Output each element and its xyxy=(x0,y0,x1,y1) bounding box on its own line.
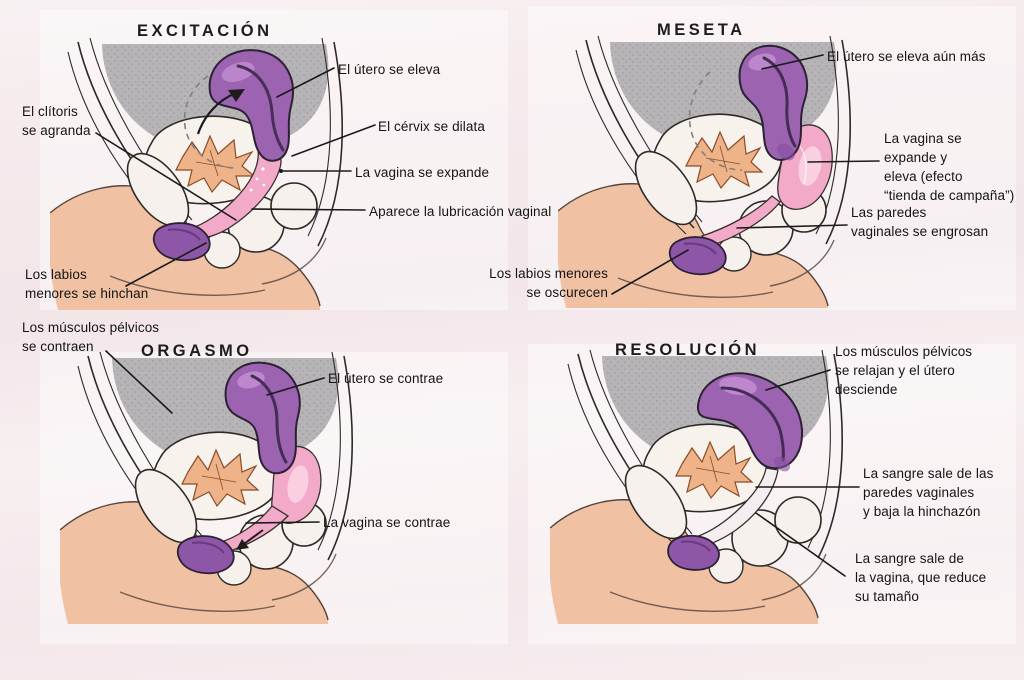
labia-shape xyxy=(668,236,727,276)
label-cervix-se-dilata: El cérvix se dilata xyxy=(378,119,485,134)
panel-title-resolucion: RESOLUCIÓN xyxy=(615,341,761,359)
label-utero-eleva-aun-mas: El útero se eleva aún más xyxy=(827,49,986,64)
uterus-shape xyxy=(696,372,804,472)
contraction-arrow xyxy=(236,529,264,550)
panel-title-excitacion: EXCITACIÓN xyxy=(137,22,273,40)
label-sangre-vagina: La sangre sale de la vagina, que reduce … xyxy=(855,551,987,604)
label-labios-se-oscurecen: Los labios menores se oscurecen xyxy=(489,266,608,300)
label-labios-se-hinchan: Los labios menores se hinchan xyxy=(25,267,149,301)
label-musculos-se-relajan: Los músculos pélvicos se relajan y el út… xyxy=(835,344,973,397)
label-paredes-se-engrosan: Las paredes vaginales se engrosan xyxy=(851,205,989,239)
uterus-shape xyxy=(208,49,294,162)
label-musculos-se-contraen: Los músculos pélvicos se contraen xyxy=(22,320,160,354)
label-utero-se-contrae: El útero se contrae xyxy=(328,371,444,386)
labia-shape xyxy=(176,535,235,575)
illustration-resolucion xyxy=(550,350,843,624)
labia-shape xyxy=(152,222,211,262)
illustration-orgasmo xyxy=(60,352,353,624)
labia-shape xyxy=(667,534,720,571)
label-vagina-efecto-tienda: La vagina se expande y eleva (efecto “ti… xyxy=(884,131,1015,203)
elevation-arrow xyxy=(196,89,245,135)
label-clitoris-se-agranda: El clítoris se agranda xyxy=(22,104,91,138)
pubic-bone-shape xyxy=(634,150,698,226)
uterus-ghost-outline xyxy=(688,71,743,171)
bladder-starburst xyxy=(675,440,754,500)
pubic-bone-shape xyxy=(624,464,688,540)
label-vagina-se-contrae: La vagina se contrae xyxy=(323,515,451,530)
bladder-starburst xyxy=(685,130,764,190)
label-vagina-se-expande: La vagina se expande xyxy=(355,165,490,180)
label-lubricacion-vaginal: Aparece la lubricación vaginal xyxy=(369,204,552,219)
bladder-starburst xyxy=(181,448,260,508)
label-utero-se-eleva: El útero se eleva xyxy=(338,62,441,77)
label-sangre-paredes: La sangre sale de las paredes vaginales … xyxy=(863,466,994,519)
panel-title-meseta: MESETA xyxy=(657,21,746,39)
